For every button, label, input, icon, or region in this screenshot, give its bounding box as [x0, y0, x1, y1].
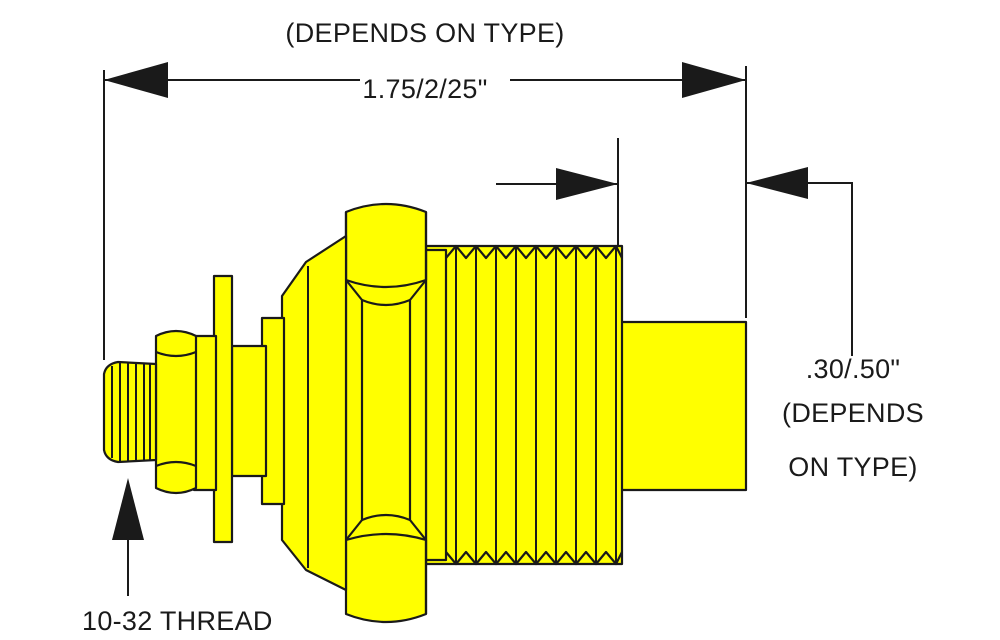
hex-face-top [344, 212, 428, 289]
thread-shoulder [424, 248, 448, 562]
tip-arrowhead-right [746, 167, 808, 199]
tip-arrowhead-left [556, 168, 618, 200]
tip-note-line1: (DEPENDS [782, 398, 924, 428]
flange-cone [280, 234, 348, 592]
tip-length-label: .30/.50" [806, 354, 901, 384]
terminal-nut-body [154, 329, 198, 495]
top-type-note: (DEPENDS ON TYPE) [285, 18, 564, 48]
overall-length-label: 1.75/2/25" [362, 74, 487, 104]
tip-leader-right [746, 182, 853, 356]
terminal-sleeve [192, 334, 218, 492]
hex-nut [344, 202, 428, 624]
sensor-tip [616, 320, 748, 492]
pipe-thread-core [424, 244, 624, 566]
sender-body [102, 202, 748, 624]
flange-cone-body [280, 234, 348, 592]
hex-nut-body [344, 202, 428, 624]
overall-length-dimension [103, 62, 747, 360]
thread-label: 10-32 THREAD [82, 606, 273, 636]
arrowhead-right [682, 62, 746, 98]
arrowhead-left [104, 62, 168, 98]
terminal-shaft [230, 344, 268, 478]
tip-length-dimension [496, 138, 853, 356]
terminal-nut [154, 329, 198, 495]
thread-pointer [112, 478, 144, 596]
thread-arrowhead [112, 478, 144, 540]
tip-note-line2: ON TYPE) [788, 452, 917, 482]
hex-face-bottom [345, 532, 428, 614]
pipe-thread [424, 244, 624, 566]
terminal-stud [102, 360, 158, 464]
